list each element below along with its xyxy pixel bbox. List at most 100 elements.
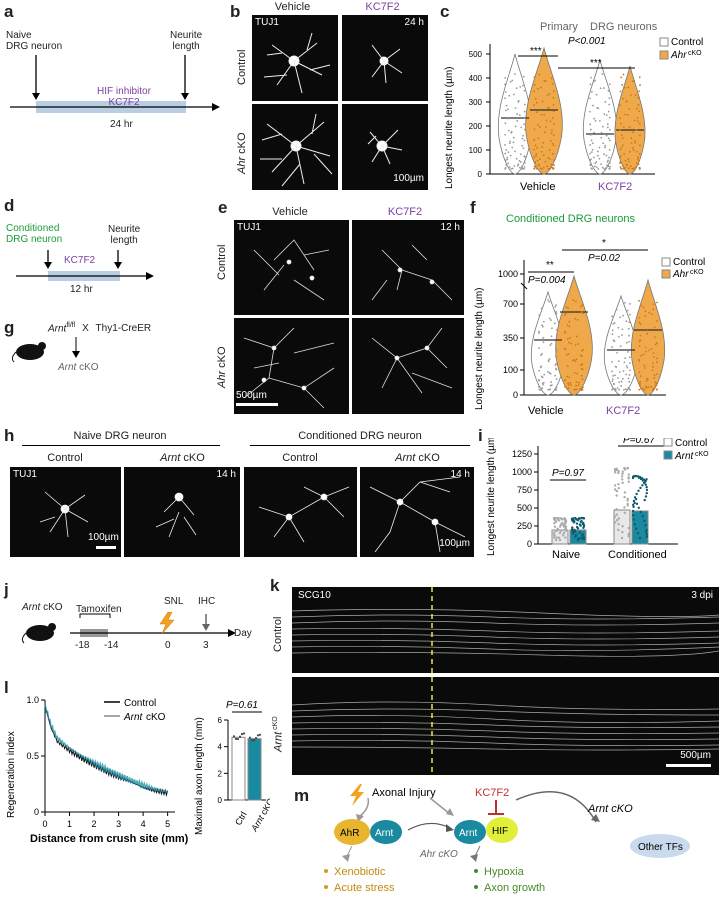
dot-c (511, 146, 514, 149)
dot-f (625, 373, 627, 376)
group-line-h1 (22, 445, 220, 446)
chart-c: Primary DRG neurons Longest neurite leng… (444, 21, 703, 193)
col-vehicle-b: Vehicle (274, 1, 311, 13)
dot-i (635, 492, 638, 496)
legend-l-2b: cKO (146, 712, 166, 723)
dot-c (609, 128, 611, 131)
dot-c (604, 167, 607, 170)
dot-i (638, 536, 642, 540)
dot-c (592, 156, 595, 159)
dot-i (553, 518, 556, 521)
dot-c (514, 125, 517, 128)
dot-c (601, 73, 604, 75)
dot-c (595, 166, 598, 169)
dot-f (555, 348, 558, 351)
micrograph-e-ahr-kc7f2 (352, 318, 464, 414)
dot-f (622, 314, 624, 317)
result-g: Arnt cKO (58, 362, 99, 373)
dot-f (623, 301, 626, 304)
dot-f (612, 374, 614, 377)
dot-f (575, 300, 577, 303)
dot-i (632, 499, 636, 503)
dot-c (541, 168, 543, 170)
violin-c-ctrl-kc (582, 58, 618, 175)
dot-i (573, 516, 577, 520)
cre-text: Thy1-CreER (95, 323, 152, 335)
dot-c (549, 158, 551, 160)
dot-c (548, 93, 551, 95)
legend-l-2: Arnt (123, 712, 144, 723)
dot-c (508, 142, 511, 145)
dot-c (552, 104, 555, 106)
dot-f (617, 377, 619, 379)
dot-c (539, 158, 541, 160)
scale-label-h2: 100µm (439, 538, 470, 549)
bar-x1-l: Ctrl (233, 810, 249, 827)
arnt-node-1 (370, 820, 402, 844)
dot-c (552, 167, 555, 170)
dot-c (590, 167, 593, 170)
dot-c (638, 76, 641, 79)
dot-c (507, 162, 510, 165)
dot-i (617, 471, 620, 475)
dot-c (600, 136, 603, 139)
dot-c (604, 146, 606, 149)
dot-c (538, 73, 541, 76)
dot-c (510, 130, 513, 133)
dot-f (579, 354, 582, 357)
dot-i (553, 536, 556, 539)
bar-l-1 (247, 738, 262, 801)
dot-f (549, 372, 552, 375)
dot-f (582, 386, 584, 389)
dot-f (640, 354, 643, 357)
dot-c (547, 156, 549, 159)
dot-i (570, 529, 574, 532)
x2-c: KC7F2 (598, 181, 632, 193)
dot-c (520, 168, 523, 170)
cko-h1: cKO (180, 452, 205, 464)
dot-f (566, 338, 569, 340)
scale-label-e: 500µm (236, 390, 267, 401)
dot-c (521, 165, 523, 168)
dot-f (638, 383, 641, 386)
dot-f (566, 375, 569, 378)
mouse-icon-g (11, 342, 46, 363)
dot-f (548, 317, 551, 320)
inhibitor-text: HIF inhibitor (97, 86, 151, 97)
dot-c (553, 122, 555, 125)
dot-c (590, 151, 593, 153)
dot-c (599, 87, 602, 90)
dot-c (521, 144, 523, 147)
dot-c (521, 137, 524, 140)
p-f-1: P=0.004 (528, 275, 566, 286)
t1-j: -18 (75, 640, 90, 651)
mouse-label-j: Arnt cKO (22, 602, 63, 613)
dot-i (623, 506, 626, 509)
dot-i (561, 534, 565, 537)
dot-c (540, 113, 543, 116)
dot-i (576, 527, 580, 530)
dot-f (621, 377, 624, 380)
dot-c (601, 125, 604, 128)
micrograph-h3 (244, 467, 357, 557)
dot-c (594, 162, 597, 165)
micrograph-h4: 14 h 100µm (360, 467, 474, 557)
dot-f (638, 345, 641, 347)
dot-c (552, 110, 555, 113)
dot-f (638, 316, 641, 319)
dot-c (523, 103, 526, 106)
dot-c (513, 93, 515, 96)
stain-label-e: TUJ1 (237, 222, 261, 233)
dot-i (635, 527, 638, 530)
dot-c (621, 83, 623, 86)
dot-c (629, 165, 632, 168)
dot-f (568, 320, 571, 323)
dot-i (577, 517, 581, 520)
panel-label-k: k (270, 576, 280, 595)
panel-label-b: b (230, 2, 241, 21)
dot-c (542, 154, 545, 157)
dot-f (612, 339, 615, 342)
dot-f (624, 357, 627, 360)
dot-c (628, 126, 631, 128)
cross-text: X (82, 323, 89, 335)
